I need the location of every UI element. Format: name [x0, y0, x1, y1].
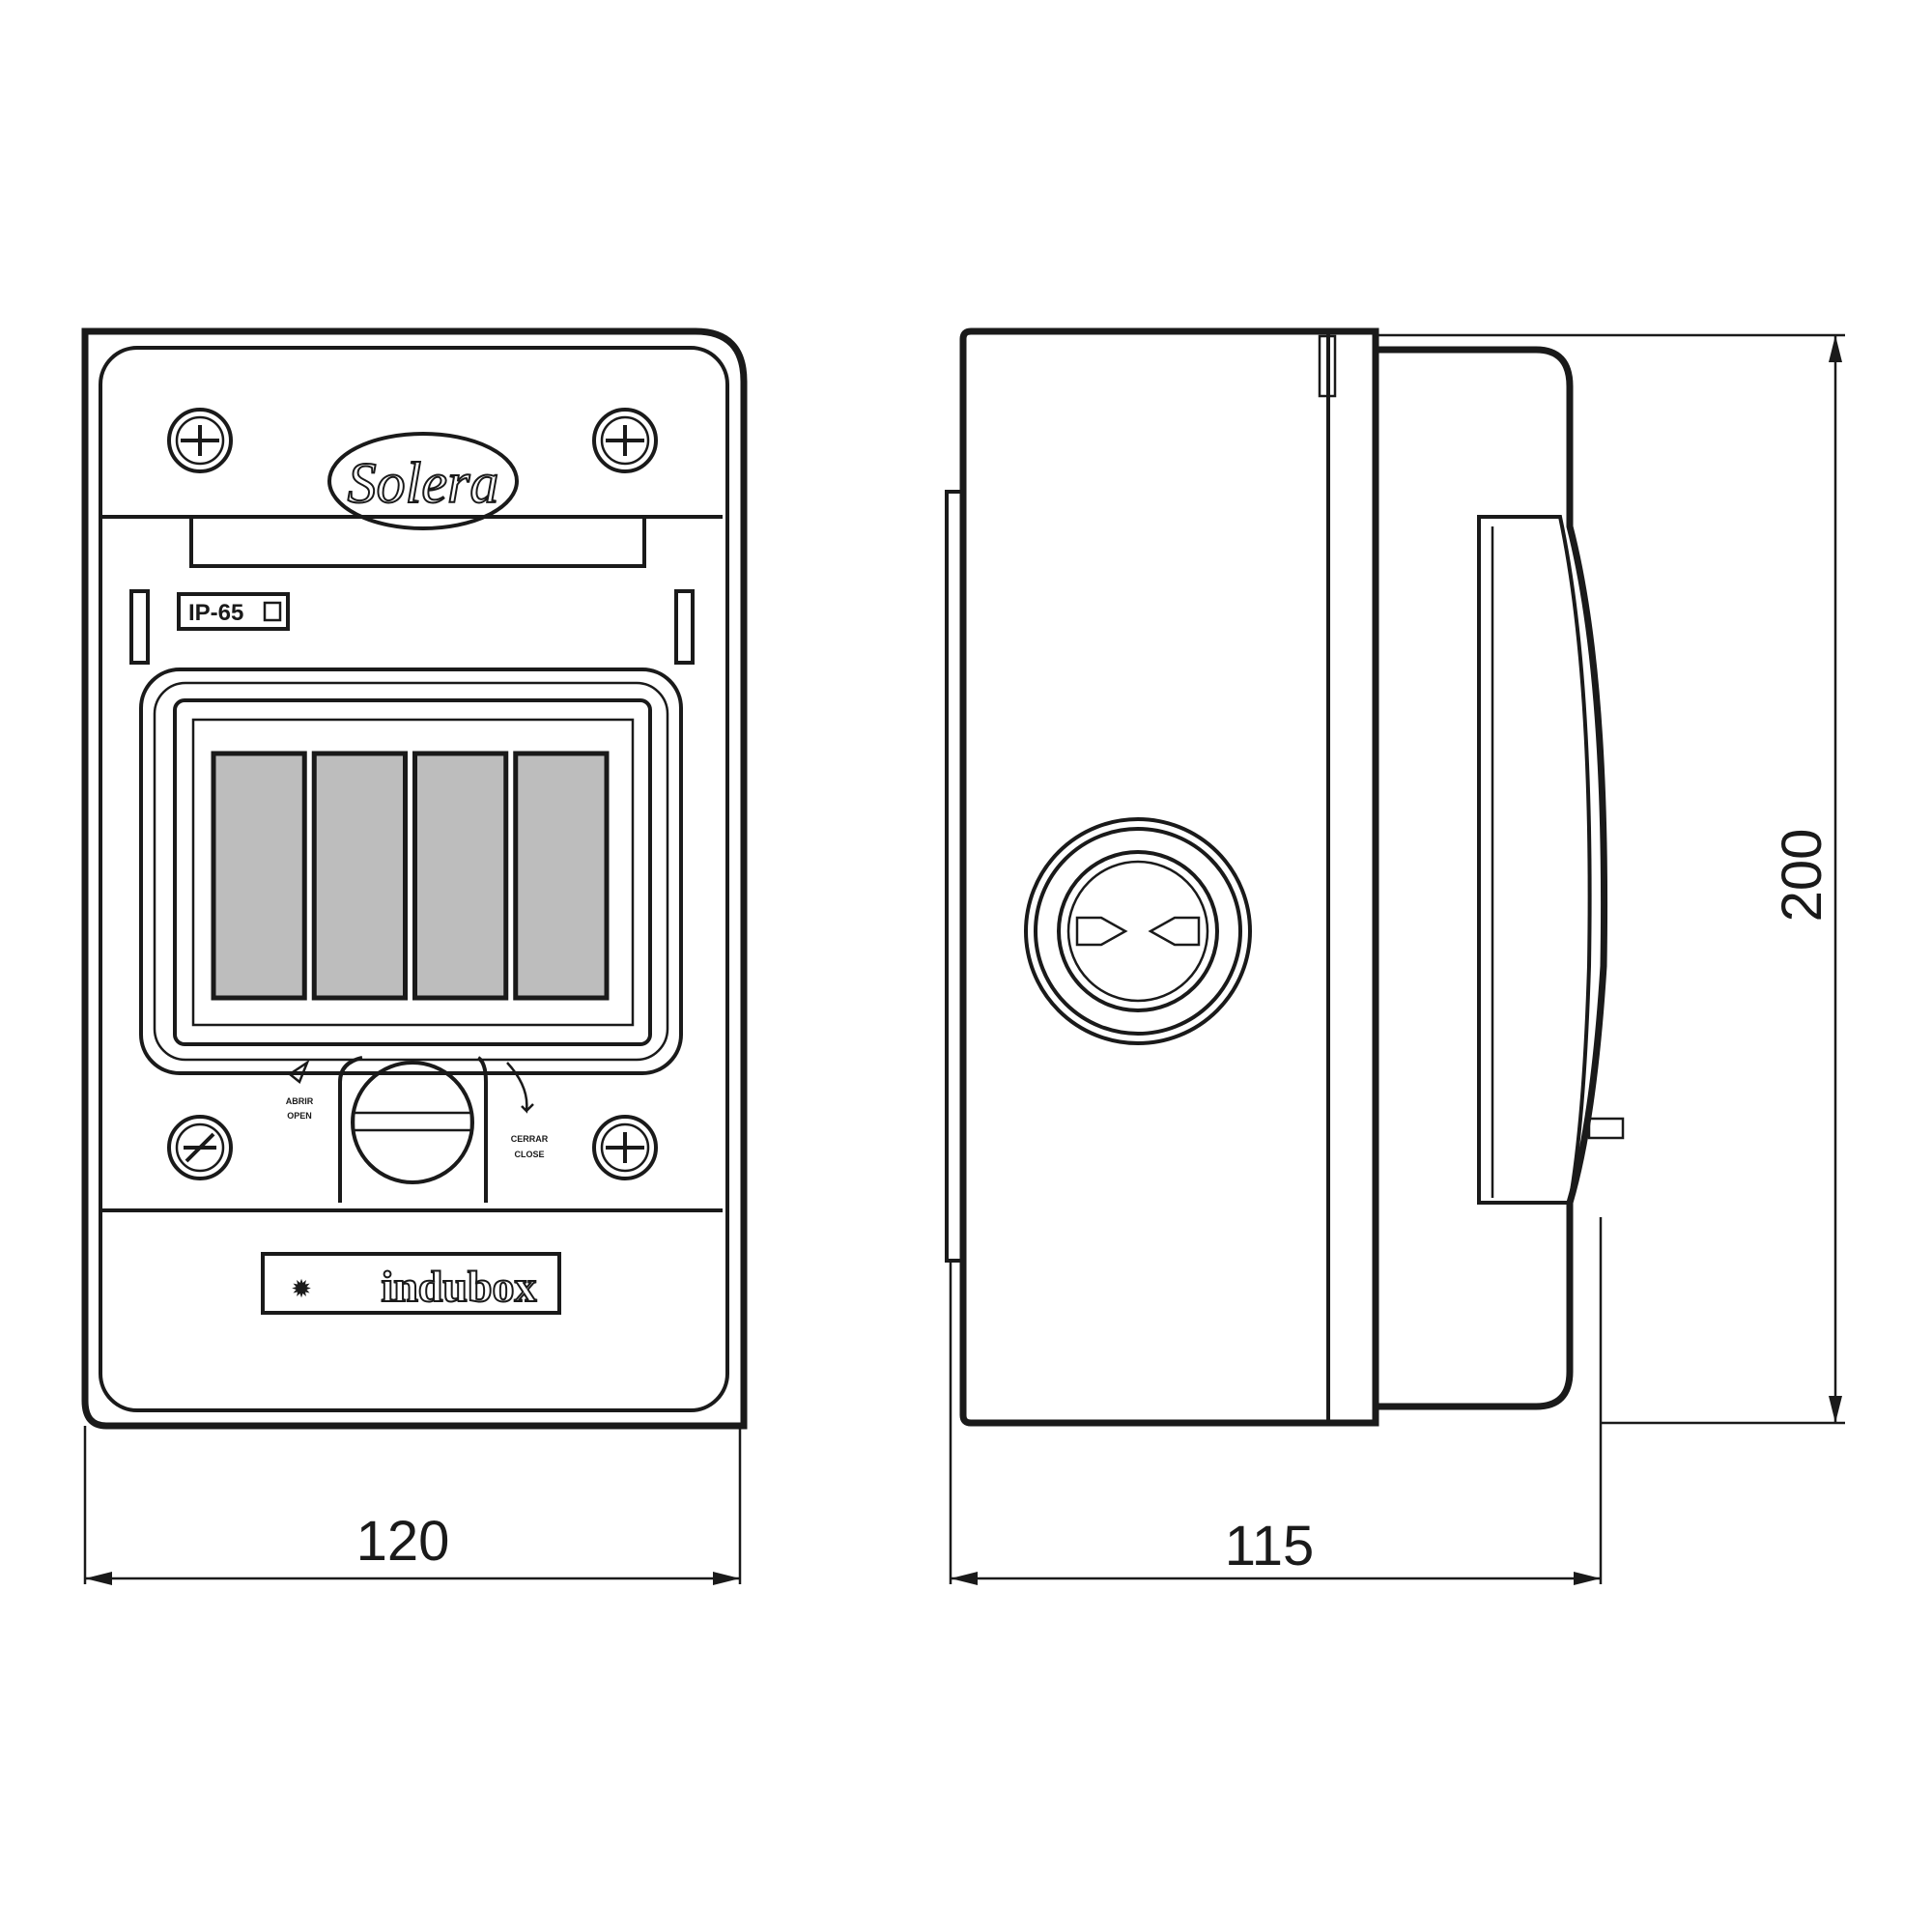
screw-icon — [592, 1115, 658, 1180]
brand-logo-text: Solera — [348, 451, 499, 515]
close-indicator: CERRAR CLOSE — [506, 1062, 549, 1159]
rating-badge: IP-65 — [177, 592, 290, 631]
cover-bracket — [189, 517, 646, 568]
screw-icon — [592, 408, 658, 473]
open-arrow-icon — [287, 1059, 310, 1085]
screw-icon — [167, 1115, 233, 1180]
front-outer-body — [81, 327, 748, 1430]
open-label-en: OPEN — [287, 1111, 312, 1121]
open-label: ABRIR — [286, 1096, 314, 1106]
logo-solera: Solera — [327, 432, 519, 530]
close-label: CERRAR — [511, 1134, 549, 1144]
maker-logo-text: indubox — [381, 1262, 536, 1311]
dimension-depth: 115 — [949, 1217, 1603, 1585]
side-slot — [1318, 334, 1337, 398]
breaker-module — [412, 751, 509, 1001]
breaker-modules — [211, 751, 610, 1001]
sun-icon: ✹ — [291, 1275, 312, 1303]
double-insulation-icon — [263, 601, 282, 622]
side-body — [959, 327, 1379, 1427]
lid-window — [1477, 515, 1592, 1205]
side-view — [945, 327, 1625, 1427]
lid-latch — [1587, 1117, 1625, 1140]
close-label-en: CLOSE — [514, 1150, 544, 1159]
side-lid — [1376, 346, 1608, 1410]
breaker-module — [211, 751, 307, 1001]
breaker-module — [513, 751, 610, 1001]
close-arrow-icon — [506, 1062, 534, 1114]
rating-label: IP-65 — [188, 600, 243, 626]
breaker-module — [311, 751, 408, 1001]
dimension-width-label: 120 — [356, 1510, 450, 1573]
dimension-width: 120 — [83, 1426, 742, 1585]
breaker-window — [139, 668, 683, 1075]
front-cover — [99, 346, 729, 1412]
open-indicator: ABRIR OPEN — [286, 1059, 314, 1121]
dimension-height-label: 200 — [1771, 829, 1833, 923]
dimension-depth-label: 115 — [1225, 1515, 1314, 1577]
gland-arrows-icon — [1075, 916, 1201, 947]
slot-right — [674, 589, 695, 665]
dimension-height: 200 — [1376, 333, 1845, 1425]
screws — [167, 408, 658, 1180]
screw-icon — [167, 408, 233, 473]
cable-gland — [1024, 817, 1252, 1045]
logo-indubox: ✹ indubox — [261, 1252, 561, 1315]
slot-left — [129, 589, 150, 665]
front-view: Solera IP-65 ABRIR — [81, 327, 748, 1430]
latch-knob[interactable] — [338, 1056, 488, 1203]
